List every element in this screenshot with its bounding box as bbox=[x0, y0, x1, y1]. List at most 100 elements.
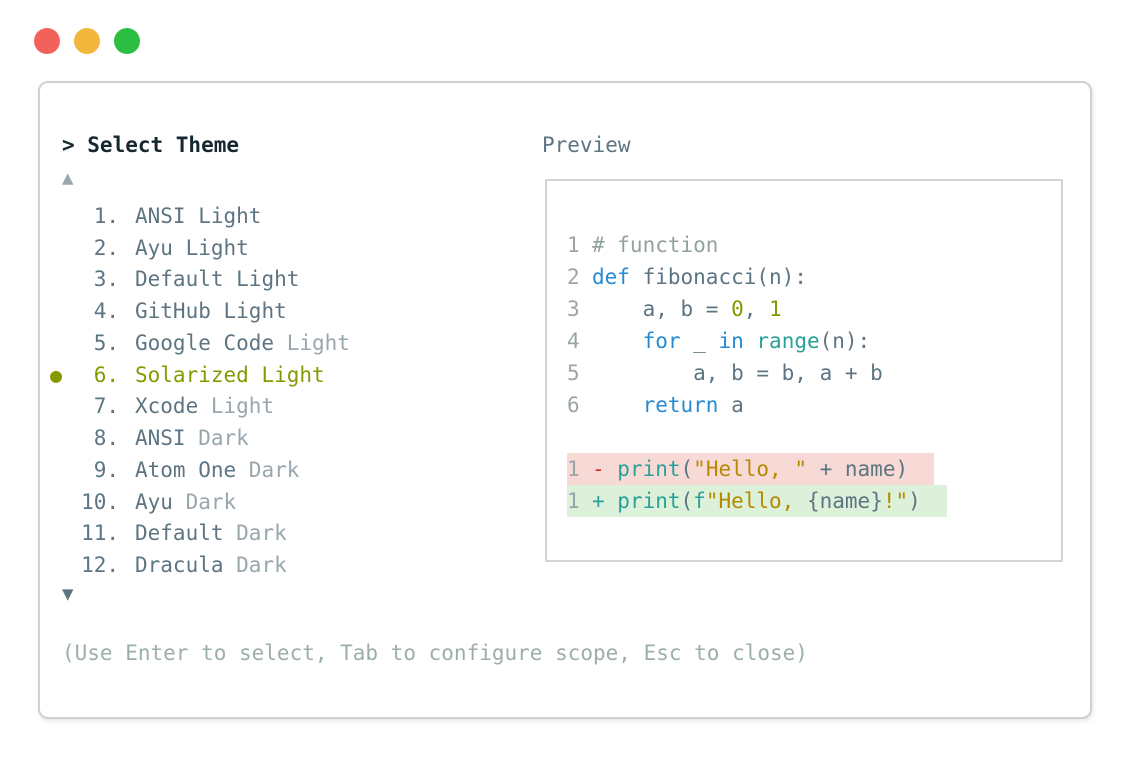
theme-variant: Dark bbox=[198, 426, 249, 451]
code-token: a, b = bbox=[592, 297, 732, 321]
theme-number: 1. bbox=[93, 203, 119, 228]
select-theme-prompt: > Select Theme bbox=[62, 133, 240, 157]
theme-name: Default bbox=[135, 267, 237, 292]
theme-number: 8. bbox=[93, 426, 119, 451]
theme-number: 9. bbox=[93, 457, 119, 482]
theme-variant: Light bbox=[198, 203, 262, 228]
theme-variant: Light bbox=[261, 362, 325, 387]
code-token: for bbox=[642, 329, 681, 353]
code-token: a, b = b, a + b bbox=[592, 361, 883, 385]
code-line: 3 a, b = 0, 1 bbox=[567, 293, 782, 325]
theme-number: 7. bbox=[93, 394, 119, 419]
theme-list-item[interactable]: 1. ANSI Light bbox=[40, 200, 540, 232]
minimize-window-icon[interactable] bbox=[74, 28, 100, 54]
code-token: _ bbox=[680, 329, 719, 353]
theme-list-item[interactable]: 8.ANSI Dark bbox=[40, 422, 540, 454]
diff-line-added: 1+ print(f"Hello, {name}!") bbox=[567, 485, 947, 517]
theme-number: 5. bbox=[93, 330, 119, 355]
window-controls bbox=[34, 28, 140, 54]
code-line: 6 return a bbox=[567, 389, 744, 421]
line-number: 3 bbox=[567, 297, 580, 321]
theme-number: 2. bbox=[93, 235, 119, 260]
code-token: , bbox=[743, 297, 770, 321]
theme-name: Atom One bbox=[135, 457, 249, 482]
theme-list-item[interactable]: 9. Atom One Dark bbox=[40, 454, 540, 486]
scroll-down-icon[interactable]: ▼ bbox=[62, 583, 74, 605]
theme-name: Default bbox=[135, 521, 237, 546]
theme-variant: Dark bbox=[236, 521, 287, 546]
theme-list-item[interactable]: 4. GitHub Light bbox=[40, 295, 540, 327]
line-number: 6 bbox=[567, 393, 580, 417]
theme-picker-panel: > Select Theme ▲ 1. ANSI Light 2. Ayu Light… bbox=[38, 81, 1092, 719]
keyboard-hints: (Use Enter to select, Tab to configure s… bbox=[62, 641, 808, 665]
code-token bbox=[592, 393, 643, 417]
theme-variant: Dark bbox=[248, 457, 300, 482]
preview-label: Preview bbox=[542, 133, 631, 157]
code-line bbox=[567, 421, 592, 453]
diff-line-removed: 1- print("Hello, " + name) bbox=[567, 453, 935, 485]
theme-variant: Light bbox=[223, 299, 287, 324]
theme-variant: Light bbox=[286, 330, 350, 355]
theme-list-item[interactable]: 11. Default Dark bbox=[40, 518, 540, 550]
theme-list-item[interactable]: 3.Default Light bbox=[40, 264, 540, 296]
theme-number: 11. bbox=[81, 521, 119, 546]
code-token: a bbox=[718, 393, 744, 417]
close-window-icon[interactable] bbox=[34, 28, 60, 54]
code-token: print bbox=[617, 489, 681, 513]
code-token: ( bbox=[680, 457, 694, 481]
line-number: 4 bbox=[567, 329, 580, 353]
code-token: return bbox=[642, 393, 719, 417]
code-token: !" bbox=[882, 489, 909, 513]
code-line: 4 for _ in range(n): bbox=[567, 325, 870, 357]
code-token: + name) bbox=[806, 457, 909, 481]
code-token: f bbox=[693, 489, 706, 513]
code-line: 1 # function bbox=[567, 229, 718, 261]
zoom-window-icon[interactable] bbox=[114, 28, 140, 54]
theme-name: GitHub bbox=[135, 299, 224, 324]
theme-name: ANSI bbox=[135, 203, 199, 228]
theme-name: Ayu bbox=[135, 489, 186, 514]
code-line: 5 a, b = b, a + b bbox=[567, 357, 883, 389]
line-number: 2 bbox=[567, 265, 580, 289]
theme-name: Solarized bbox=[135, 362, 262, 387]
theme-number: 4. bbox=[93, 299, 119, 324]
theme-number: 6. bbox=[93, 362, 119, 387]
selected-bullet-icon: ● bbox=[50, 362, 63, 387]
code-token bbox=[744, 329, 757, 353]
line-number: 1 bbox=[567, 489, 580, 513]
theme-list-item[interactable]: 7. Xcode Light bbox=[40, 391, 540, 423]
theme-list-item[interactable]: 10. Ayu Dark bbox=[40, 486, 540, 518]
scroll-up-icon[interactable]: ▲ bbox=[62, 167, 74, 189]
code-token: "Hello, " bbox=[693, 457, 807, 481]
code-token: # function bbox=[592, 233, 719, 257]
theme-number: 10. bbox=[81, 489, 119, 514]
code-token: - bbox=[592, 457, 618, 481]
line-number: 5 bbox=[567, 361, 580, 385]
theme-variant: Light bbox=[210, 394, 275, 419]
code-token: 1 bbox=[769, 297, 782, 321]
code-token: + bbox=[592, 489, 618, 513]
theme-list-item[interactable]: 2. Ayu Light bbox=[40, 232, 540, 264]
theme-list-item[interactable]: 12.Dracula Dark bbox=[40, 549, 540, 581]
theme-variant: Dark bbox=[185, 489, 237, 514]
line-number: 1 bbox=[567, 233, 580, 257]
code-token: in bbox=[718, 329, 744, 353]
line-number: 1 bbox=[567, 457, 580, 481]
code-token: "Hello, bbox=[705, 489, 807, 513]
theme-list-item[interactable]: ● 6. Solarized Light bbox=[40, 359, 540, 391]
theme-number: 12. bbox=[81, 553, 119, 578]
code-token: print bbox=[617, 457, 681, 481]
theme-list-item[interactable]: 5. Google Code Light bbox=[40, 327, 540, 359]
code-token: (n): bbox=[819, 329, 871, 353]
code-token: ( bbox=[680, 489, 694, 513]
theme-name: Google Code bbox=[135, 330, 287, 355]
theme-variant: Light bbox=[185, 235, 249, 260]
theme-variant: Light bbox=[236, 267, 300, 292]
theme-name: Ayu bbox=[135, 235, 186, 260]
theme-name: Xcode bbox=[135, 394, 211, 419]
theme-variant: Dark bbox=[236, 553, 287, 578]
